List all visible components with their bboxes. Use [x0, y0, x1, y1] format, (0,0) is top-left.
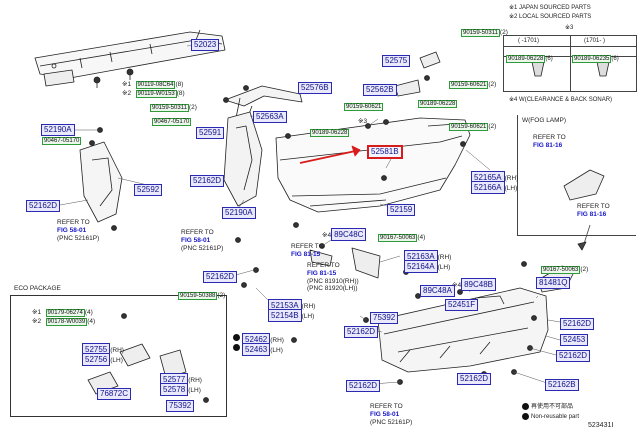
part-52159[interactable]: 52159 — [387, 204, 416, 216]
part-75392-a[interactable]: 75392 — [370, 312, 399, 324]
fastener-90159-50311-mid[interactable]: 90159-50311(2) — [150, 104, 197, 112]
fastener-90178-w0039[interactable]: ※2 90178-W0039(4) — [32, 318, 96, 326]
fastener-90159-60621-top[interactable]: 90159-60621(2) — [449, 81, 497, 89]
substitution-table: ( -1701) (1701- ) 90189-06228(6) 90189-0… — [503, 35, 637, 92]
sub-table-part-early[interactable]: 90189-06228(6) — [506, 55, 553, 63]
fastener-90159-60621-right[interactable]: 90159-60621(2) — [449, 123, 497, 131]
legend-non-reusable-jp: 再使用不可部品 — [522, 403, 573, 410]
part-52162d-h[interactable]: 52162D — [346, 380, 381, 392]
bumper-cover-drawing — [275, 117, 471, 213]
fastener-90119-w0153[interactable]: ※2 90119-W0153(8) — [122, 90, 185, 98]
eco-package-heading: ECO PACKAGE — [14, 285, 61, 292]
part-52453[interactable]: 52453 — [560, 334, 589, 346]
fog-lamp-heading: W(FOG LAMP) — [522, 117, 567, 124]
part-52162d-d[interactable]: 52162D — [344, 326, 379, 338]
part-52164a[interactable]: 52164A(LH) — [404, 257, 450, 273]
part-52162d-g[interactable]: 52162D — [457, 373, 492, 385]
part-52162d-a[interactable]: 52162D — [190, 175, 225, 187]
part-52023[interactable]: 52023 — [191, 39, 220, 51]
part-52577[interactable]: 52577(RH) — [160, 370, 202, 386]
part-52451f[interactable]: 52451F — [445, 299, 479, 311]
fastener-90467-05170-top[interactable]: 90467-05170 — [152, 118, 192, 126]
part-52563a[interactable]: 52563A — [253, 111, 287, 123]
part-52592[interactable]: 52592 — [134, 184, 163, 196]
sub-table-part-late[interactable]: 90189-06235(6) — [572, 55, 619, 63]
part-52162d-e[interactable]: 52162D — [560, 318, 595, 330]
bumper-reinforcement-drawing — [34, 29, 226, 87]
sub-table-header-early: ( -1701) — [518, 38, 540, 44]
part-81481q[interactable]: 81481Q — [536, 277, 571, 289]
part-52575[interactable]: 52575 — [382, 55, 411, 67]
part-52756[interactable]: 52756(LH) — [82, 350, 123, 366]
part-52581b[interactable]: 52581B — [367, 145, 403, 159]
fastener-90119-08c64[interactable]: ※1 90119-08C64(8) — [122, 81, 184, 89]
part-52166a[interactable]: 52166A(LH) — [471, 178, 517, 194]
fastener-90159-50388[interactable]: 90159-50388(2) — [178, 292, 226, 300]
part-52162d-b[interactable]: 52162D — [26, 200, 61, 212]
note-star3: ※3 — [565, 25, 574, 31]
fastener-90189-06228-mid[interactable]: 90189-06228 — [310, 129, 350, 137]
part-52190a-mid[interactable]: 52190A — [222, 207, 256, 219]
fastener-90189-06228-right[interactable]: 90189-06228 — [418, 100, 458, 108]
part-52463[interactable]: 52463(LH) — [233, 340, 283, 356]
sub-table-header-late: (1701- ) — [584, 38, 606, 44]
fastener-90179-06274[interactable]: ※1 90179-06274(4) — [32, 309, 93, 317]
part-52154b[interactable]: 52154B(LH) — [268, 306, 314, 322]
note-local-sourced: ※2 LOCAL SOURCED PARTS — [509, 14, 592, 20]
fastener-90467-05170-left[interactable]: 90467-05170 — [42, 137, 82, 145]
part-52162d-c[interactable]: 52162D — [203, 271, 238, 283]
fastener-90159-60621-mid[interactable]: 90159-60621 — [344, 103, 384, 111]
legend-non-reusable-en: Non-reusable part — [522, 413, 579, 420]
fog-lamp-section — [517, 115, 636, 236]
note-japan-sourced: ※1 JAPAN SOURCED PARTS — [509, 5, 591, 11]
part-75392-b[interactable]: 75392 — [166, 400, 195, 412]
part-89c48a[interactable]: 89C48A — [420, 285, 455, 297]
part-52162b[interactable]: 52162B — [545, 379, 579, 391]
fastener-90159-50311-top[interactable]: 90159-50311(2) — [461, 29, 508, 37]
part-52165a[interactable]: 52165A(RH) — [471, 168, 518, 184]
note-star4: ※4 W(CLEARANCE & BACK SONAR) — [509, 97, 613, 103]
part-52462[interactable]: 52462(RH) — [233, 330, 284, 346]
part-52591[interactable]: 52591 — [196, 127, 225, 139]
lower-diffuser-drawing — [377, 287, 549, 373]
part-52163a[interactable]: 52163A(RH) — [404, 247, 451, 263]
part-52190a-top[interactable]: 52190A — [41, 124, 75, 136]
part-52755[interactable]: 52755(RH) — [82, 340, 124, 356]
fastener-90167-50063-mid[interactable]: 90167-50063(4) — [378, 234, 426, 242]
diagram-id: 523431I — [588, 422, 614, 429]
part-52578[interactable]: 52578(LH) — [160, 380, 201, 396]
part-52576b[interactable]: 52576B — [298, 82, 332, 94]
fastener-90167-50063-right[interactable]: 90167-50063(2) — [541, 266, 589, 274]
star3-marker: ※3 — [358, 118, 368, 125]
part-52162d-f[interactable]: 52162D — [556, 350, 591, 362]
part-52153a[interactable]: 52153A(RH) — [268, 296, 315, 312]
part-76872c[interactable]: 76872C — [97, 388, 132, 400]
part-52562b[interactable]: 52562B — [363, 84, 397, 96]
eco-package-section — [10, 295, 227, 417]
